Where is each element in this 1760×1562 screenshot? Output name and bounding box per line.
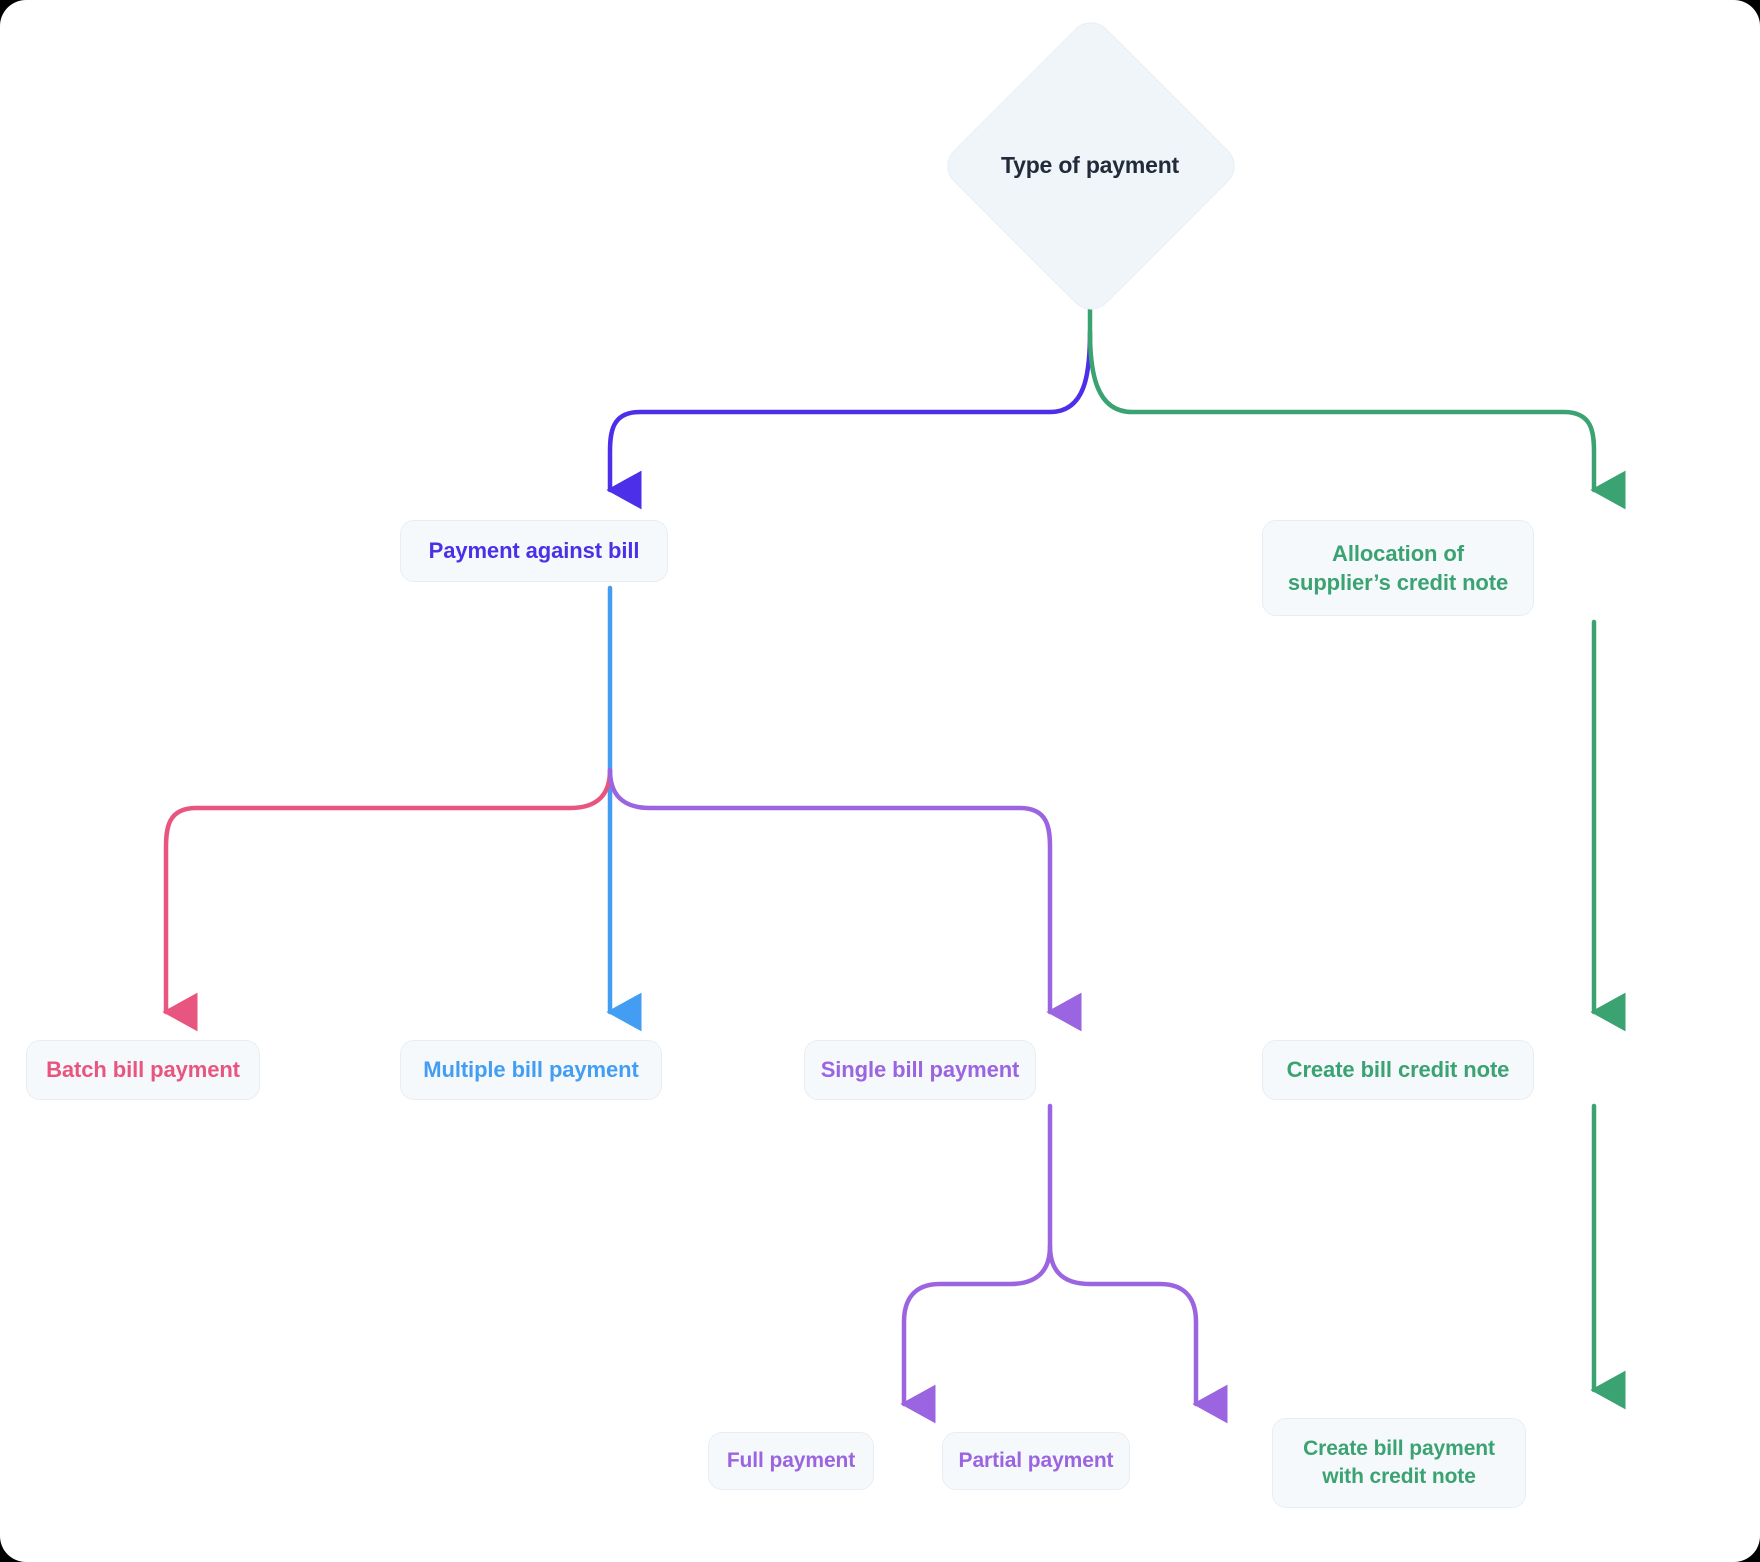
node-label: Partial payment xyxy=(958,1449,1114,1473)
edge-root-to-allocation xyxy=(1087,297,1626,510)
edge-single-to-full xyxy=(900,1103,1053,1424)
node-label: Create bill payment with credit note xyxy=(1303,1437,1495,1488)
node-label: Multiple bill payment xyxy=(423,1057,639,1083)
node-full-payment[interactable]: Full payment xyxy=(708,1432,874,1490)
node-single-bill-payment[interactable]: Single bill payment xyxy=(804,1040,1036,1100)
node-create-bill-payment-with-credit-note[interactable]: Create bill payment with credit note xyxy=(1272,1418,1526,1508)
node-label: Batch bill payment xyxy=(46,1057,240,1083)
node-label: Single bill payment xyxy=(820,1057,1020,1083)
edge-single-to-partial xyxy=(1047,1243,1228,1424)
node-label: Payment against bill xyxy=(428,538,640,564)
node-batch-bill-payment[interactable]: Batch bill payment xyxy=(26,1040,260,1100)
node-label: Allocation of supplier’s credit note xyxy=(1287,540,1509,595)
edge-payment-to-single xyxy=(607,767,1082,1032)
node-label: Create bill credit note xyxy=(1286,1057,1510,1083)
node-create-bill-credit-note[interactable]: Create bill credit note xyxy=(1262,1040,1534,1100)
node-payment-against-bill[interactable]: Payment against bill xyxy=(400,520,668,582)
decision-node-label: Type of payment xyxy=(1000,151,1180,178)
edge-root-to-payment-against-bill xyxy=(606,329,1093,510)
node-multiple-bill-payment[interactable]: Multiple bill payment xyxy=(400,1040,662,1100)
node-partial-payment[interactable]: Partial payment xyxy=(942,1432,1130,1490)
node-label: Full payment xyxy=(726,1449,856,1473)
node-allocation-of-suppliers-credit-note[interactable]: Allocation of supplier’s credit note xyxy=(1262,520,1534,616)
decision-node-type-of-payment[interactable]: Type of payment xyxy=(938,13,1244,319)
edge-payment-to-batch xyxy=(162,767,613,1032)
